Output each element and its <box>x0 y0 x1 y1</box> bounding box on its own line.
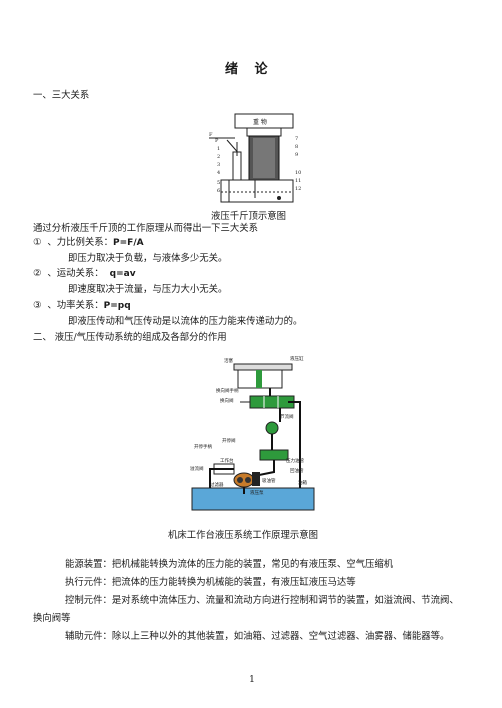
svg-text:溢流阀: 溢流阀 <box>190 465 204 472</box>
component-energy: 能源装置：把机械能转换为流体的压力能的装置，常见的有液压泵、空气压缩机 <box>65 559 394 570</box>
component-auxiliary: 辅助元件：除以上三种以外的其他装置，如油箱、过滤器、空气过滤器、油雾器、储能器等… <box>65 631 450 642</box>
svg-text:吸油管: 吸油管 <box>262 477 276 484</box>
svg-text:节流阀: 节流阀 <box>280 413 294 420</box>
oil-tank <box>220 179 294 203</box>
relation-1-desc: 即压力取决于负载，与液体多少无关。 <box>68 253 228 264</box>
relation-1: ①、力比例关系：P=F/A <box>33 237 144 248</box>
relation-2: ②、运动关系：q=av <box>33 268 136 279</box>
svg-text:9: 9 <box>295 152 298 158</box>
intro-text: 通过分析液压千斤顶的工作原理从而得出一下三大关系 <box>33 223 259 234</box>
figure1-caption: 液压千斤顶示意图 <box>211 211 287 222</box>
small-cylinder <box>232 151 242 181</box>
svg-text:液压缸: 液压缸 <box>290 355 304 362</box>
oil-tank <box>191 487 315 511</box>
component-control: 控制元件：是对系统中流体压力、流量和流动方向进行控制和调节的装置，如溢流阀、节流… <box>33 595 459 624</box>
svg-text:开停阀: 开停阀 <box>222 437 236 444</box>
svg-text:工作台: 工作台 <box>220 457 234 464</box>
svg-text:换向阀手柄: 换向阀手柄 <box>216 387 239 394</box>
svg-text:6: 6 <box>217 188 220 194</box>
svg-text:换向阀: 换向阀 <box>220 397 234 404</box>
svg-text:活塞: 活塞 <box>224 357 233 364</box>
heavy-load-label: 重 物 <box>253 118 267 126</box>
relation-3-desc: 即液压传动和气压传动是以流体的压力能来传递动力的。 <box>68 316 303 327</box>
section-heading-1: 一、三大关系 <box>33 90 90 101</box>
svg-text:P: P <box>215 138 219 144</box>
section-heading-2: 二、 液压/气压传动系统的组成及各部分的作用 <box>33 332 227 343</box>
svg-text:回油管: 回油管 <box>290 467 304 474</box>
svg-text:3: 3 <box>217 162 220 168</box>
svg-text:2: 2 <box>217 154 220 160</box>
stop-valve <box>259 449 289 461</box>
svg-text:过滤器: 过滤器 <box>210 481 224 488</box>
svg-text:8: 8 <box>295 144 298 150</box>
page-title: 绪 论 <box>225 62 274 77</box>
svg-text:压力油管: 压力油管 <box>286 457 304 464</box>
svg-text:5: 5 <box>217 180 220 186</box>
svg-text:11: 11 <box>295 178 301 184</box>
svg-text:液压泵: 液压泵 <box>250 489 264 496</box>
svg-text:10: 10 <box>295 170 301 176</box>
svg-text:F: F <box>209 132 213 138</box>
svg-text:7: 7 <box>295 136 298 142</box>
svg-text:开停手柄: 开停手柄 <box>194 443 212 450</box>
page-number: 1 <box>249 674 255 685</box>
hydraulic-jack-figure: 重 物 F P 1 2 3 4 5 6 7 8 9 10 11 12 <box>205 112 305 208</box>
relation-3: ③、功率关系：P=pq <box>33 300 131 311</box>
throttle-valve <box>265 421 279 435</box>
svg-text:12: 12 <box>295 186 301 192</box>
svg-text:油箱: 油箱 <box>298 479 307 486</box>
svg-text:4: 4 <box>217 170 220 176</box>
component-actuator: 执行元件：把流体的压力能转换为机械能的装置，有液压缸液压马达等 <box>65 577 356 588</box>
hydraulic-system-figure: 活塞 液压缸 换向阀手柄 换向阀 节流阀 开停阀 开停手柄 溢流阀 液压泵 过滤… <box>180 352 320 512</box>
relation-2-desc: 即速度取决于流量，与压力大小无关。 <box>68 284 228 295</box>
piston <box>256 370 262 388</box>
directional-valve <box>249 395 295 409</box>
svg-text:1: 1 <box>217 146 220 152</box>
figure2-caption: 机床工作台液压系统工作原理示意图 <box>168 530 319 541</box>
